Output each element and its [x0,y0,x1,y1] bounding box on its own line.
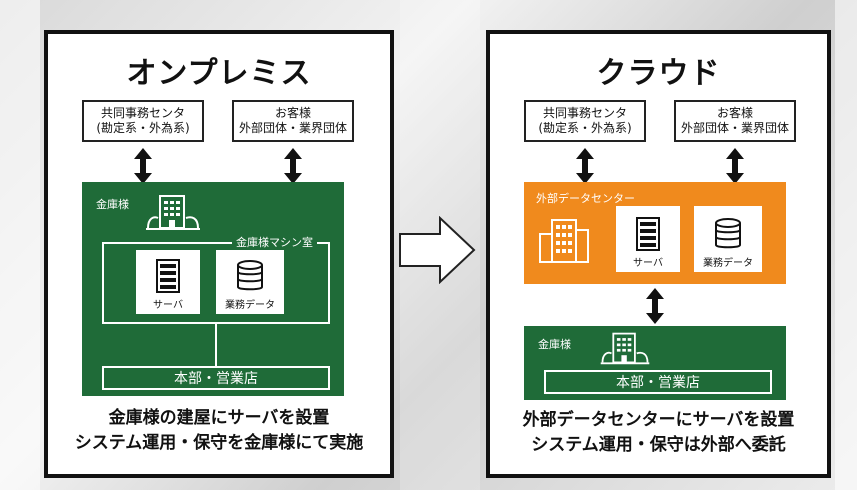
background-stripe [835,0,857,490]
shared-office-center-box: 共同事務センタ (勘定系・外為系) [524,100,646,142]
business-data-label: 業務データ [703,258,753,269]
business-data-tile: 業務データ [216,250,284,314]
machine-room-outline [102,242,330,324]
bank-premises-area: 金庫様 本部・営業店 [524,326,786,400]
on-premise-panel: オンプレミス 共同事務センタ (勘定系・外為系) お客様 外部団体・業界団体 金… [44,30,394,478]
building-icon [539,219,589,263]
double-arrow-icon [284,148,302,184]
server-label: サーバ [633,258,663,269]
panel-caption: 金庫様の建屋にサーバを設置 システム運用・保守を金庫様にて実施 [74,408,364,453]
double-arrow-icon [134,148,152,184]
external-data-center-area: 外部データセンター サーバ [524,182,786,284]
cloud-panel: クラウド 共同事務センタ (勘定系・外為系) お客様 外部団体・業界団体 外部デ… [486,30,831,478]
bank-label: 金庫様 [96,198,129,211]
connector-line [215,324,217,366]
customer-box: お客様 外部団体・業界団体 [674,100,796,142]
building-icon [600,332,650,365]
data-center-label: 外部データセンター [536,192,635,205]
database-icon [237,260,263,291]
panel-caption: 外部データセンターにサーバを設置 システム運用・保守は外部へ委託 [522,410,795,455]
customer-box: お客様 外部団体・業界団体 [232,100,354,142]
building-icon [146,195,200,230]
double-arrow-icon [576,148,594,184]
right-arrow-icon [399,216,476,284]
server-label: サーバ [153,300,183,311]
background-stripe [0,0,40,490]
double-arrow-icon [726,148,744,184]
panel-title: オンプレミス [126,56,312,91]
server-tile: サーバ [616,206,680,272]
server-tile: サーバ [136,250,200,314]
bank-label: 金庫様 [538,338,571,351]
machine-room-label: 金庫様マシン室 [232,234,317,250]
business-data-label: 業務データ [225,300,275,311]
shared-office-center-box: 共同事務センタ (勘定系・外為系) [82,100,204,142]
server-icon [636,217,660,251]
double-arrow-icon [646,288,664,324]
panel-title: クラウド [596,56,721,91]
bank-premises-area: 金庫様 金庫様マシン室 サーバ [82,182,344,396]
hq-branch-box: 本部・営業店 [544,370,772,394]
business-data-tile: 業務データ [694,206,762,272]
server-icon [156,259,180,293]
database-icon [715,218,741,249]
hq-branch-box: 本部・営業店 [102,366,330,390]
